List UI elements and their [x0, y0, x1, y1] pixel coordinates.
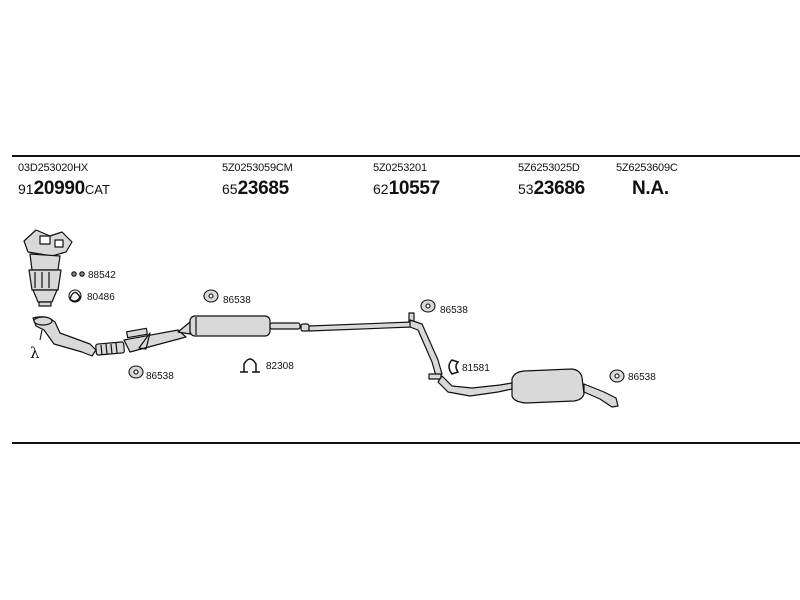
rear-silencer-icon: [437, 368, 619, 408]
rubber-hanger-icon: [128, 365, 144, 379]
article-number: 9120990CAT: [18, 178, 110, 199]
oe-number: 5Z6253025D: [518, 162, 580, 174]
part-label-82308: 82308: [266, 361, 294, 372]
lambda-sensor-icon: [39, 329, 43, 341]
header-col-2: 5Z0253059CM 6523685: [222, 162, 293, 200]
part-label-86538: 86538: [223, 295, 251, 306]
article-number: 5323686: [518, 178, 585, 199]
gasket-ring-icon: [68, 289, 82, 303]
oe-number: 03D253020HX: [18, 162, 88, 174]
part-label-86538: 86538: [146, 371, 174, 382]
header-col-1: 03D253020HX 9120990CAT: [18, 162, 110, 200]
oe-number: 5Z0253201: [373, 162, 427, 174]
article-number: 6210557: [373, 178, 440, 199]
middle-silencer-icon: [177, 315, 301, 337]
catalytic-converter-icon: [23, 229, 73, 307]
header-col-4: 5Z6253025D 5323686: [518, 162, 585, 200]
clamp-pair-icon: [71, 271, 85, 277]
header-col-5: 5Z6253609C N.A.: [616, 162, 678, 200]
front-pipe-icon: [32, 316, 187, 357]
article-number: 6523685: [222, 178, 289, 199]
pipe-clamp-icon: [448, 359, 460, 375]
part-label-86538: 86538: [628, 372, 656, 383]
rubber-hanger-icon: [609, 369, 625, 383]
lambda-symbol: λ: [30, 344, 40, 362]
footer-rule: [12, 442, 800, 444]
u-clamp-icon: [240, 358, 260, 373]
part-label-81581: 81581: [462, 363, 490, 374]
header-rule: [12, 155, 800, 157]
oe-number: 5Z0253059CM: [222, 162, 293, 174]
header-col-3: 5Z0253201 6210557: [373, 162, 440, 200]
part-label-86538: 86538: [440, 305, 468, 316]
rubber-hanger-icon: [203, 289, 219, 303]
intermediate-pipe-icon: [300, 312, 443, 380]
oe-number: 5Z6253609C: [616, 162, 678, 174]
part-label-80486: 80486: [87, 292, 115, 303]
rubber-hanger-icon: [420, 299, 436, 313]
part-label-88542: 88542: [88, 270, 116, 281]
article-number: N.A.: [632, 178, 669, 199]
